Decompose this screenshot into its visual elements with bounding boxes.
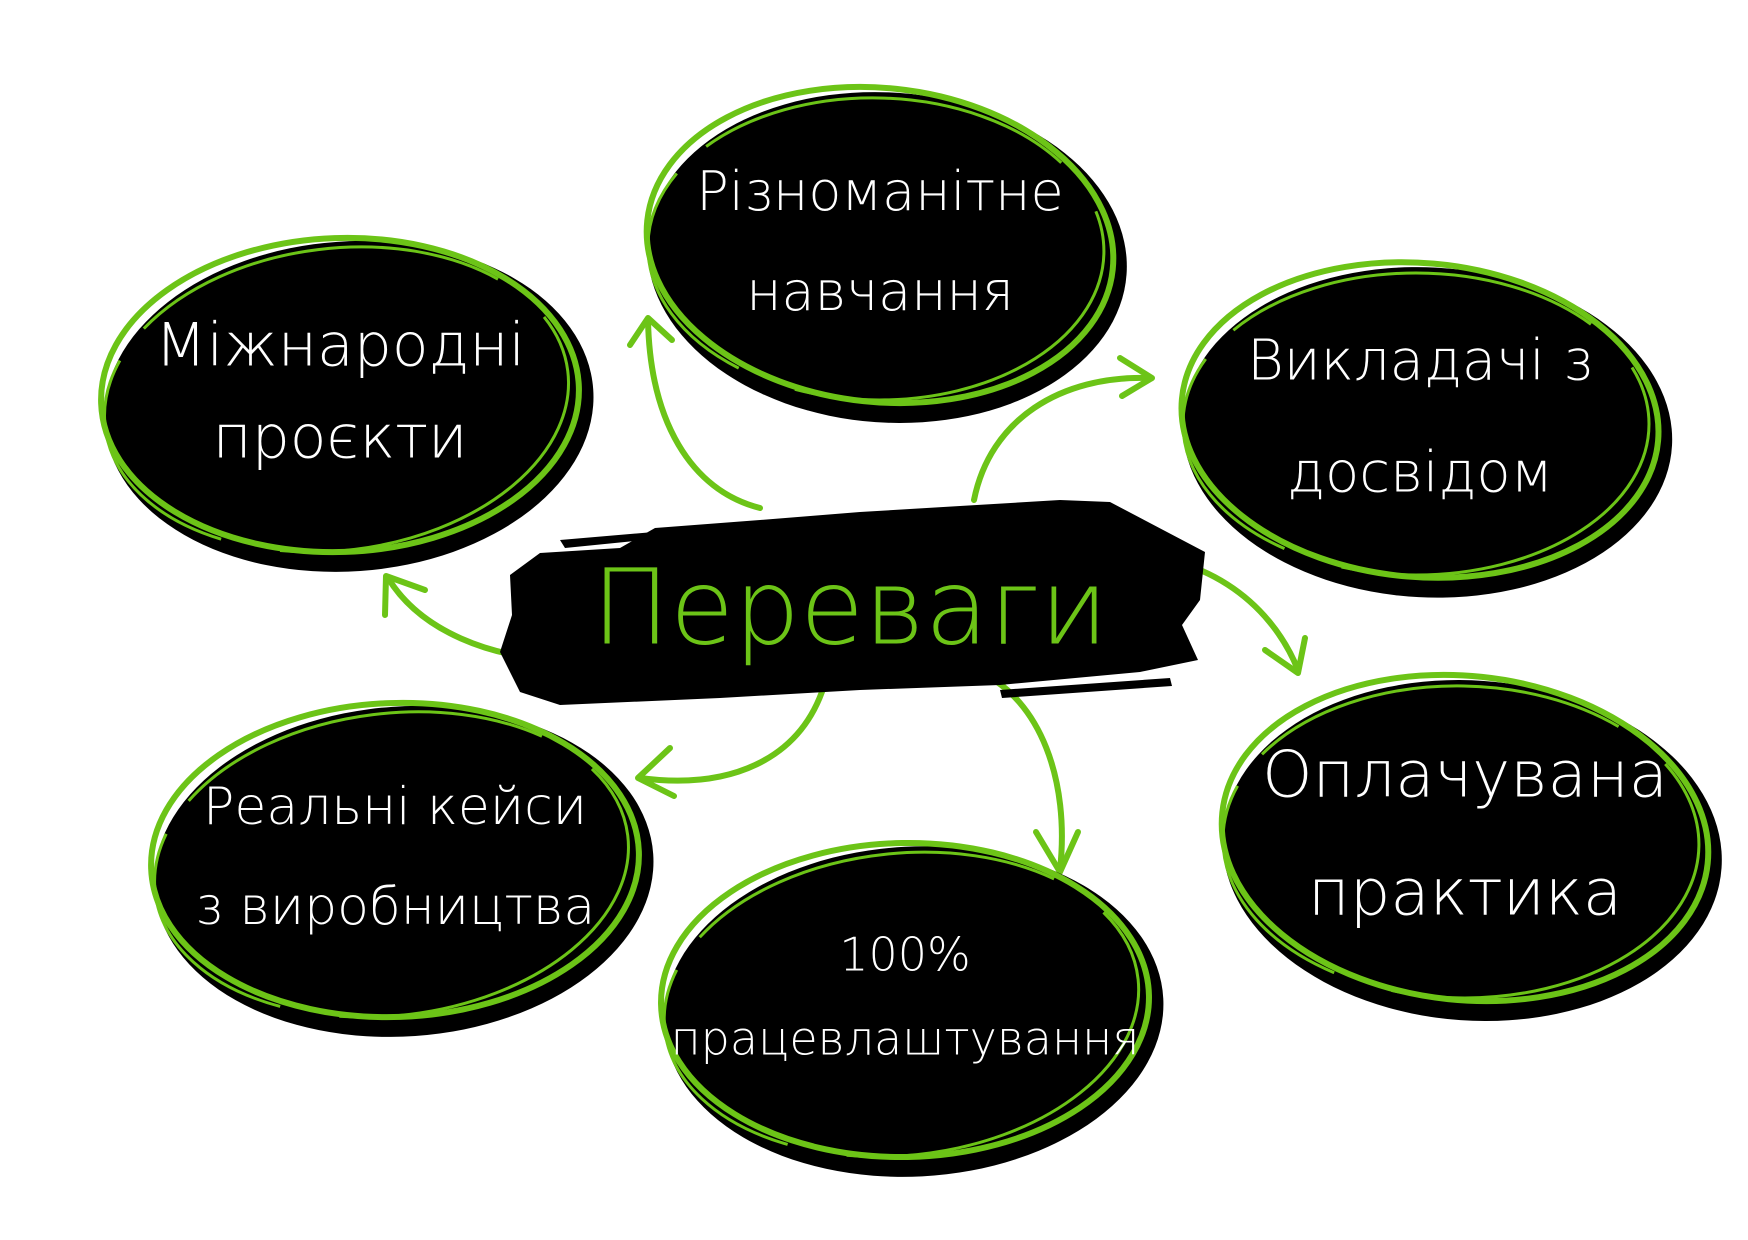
node-label-line: навчання: [746, 260, 1014, 323]
node-label-line: Різноманітне: [696, 160, 1063, 223]
node-outline-sketch: [103, 245, 571, 554]
node-blob: [647, 92, 1127, 423]
node-label-line: з виробництва: [195, 877, 596, 937]
center-brush: Переваги: [500, 500, 1205, 705]
node-label-line: Реальні кейси: [203, 777, 587, 837]
node-diverse: Різноманітне навчання: [643, 83, 1127, 423]
node-outline: [98, 234, 582, 556]
node-blob: [154, 705, 654, 1037]
node-outline-sketch: [153, 710, 630, 1019]
node-label-line: досвідом: [1287, 440, 1553, 505]
node-employment: 100% працевлаштування: [658, 839, 1164, 1177]
nodes: МіжнародніпроєктиРізноманітненавчанняВик…: [98, 83, 1722, 1177]
brush-stroke-streak-2: [1000, 678, 1172, 698]
node-label-line: Міжнародні: [155, 311, 525, 381]
node-label-line: Викладачі з: [1247, 328, 1593, 393]
node-label-line: Оплачувана: [1262, 739, 1668, 813]
node-blob: [104, 240, 594, 572]
node-label-line: практика: [1308, 857, 1622, 931]
node-blob: [1222, 680, 1722, 1022]
arrow-to-teachers: [971, 355, 1155, 503]
node-outline: [643, 83, 1117, 407]
node-outline: [658, 839, 1152, 1161]
node-label-line: проєкти: [212, 403, 467, 473]
node-cases: Реальні кейси з виробництва: [148, 699, 654, 1037]
node-outline-sketch: [1181, 271, 1651, 577]
node-label-line: 100%: [839, 928, 971, 982]
brush-stroke-streak: [560, 528, 705, 548]
node-outline-sketch: [1221, 684, 1701, 1000]
node-blob: [663, 846, 1164, 1177]
node-outline-sketch: [646, 96, 1106, 402]
node-outline: [1218, 671, 1712, 1005]
arrow-to-employment: [977, 669, 1081, 875]
center-title: Переваги: [592, 546, 1108, 668]
node-teachers: Викладачі з досвідом: [1178, 259, 1673, 598]
node-international: Міжнародні проєкти: [98, 234, 594, 572]
node-outline: [148, 699, 642, 1021]
node-outline: [1178, 259, 1662, 581]
arrow-to-cases: [635, 683, 827, 799]
node-outline-sketch: [662, 850, 1141, 1159]
brush-stroke: [500, 500, 1205, 705]
node-paid: Оплачувана практика: [1218, 671, 1722, 1022]
node-label-line: працевлаштування: [671, 1012, 1140, 1066]
node-blob: [1182, 267, 1673, 598]
arrow-to-diverse: [627, 315, 763, 511]
